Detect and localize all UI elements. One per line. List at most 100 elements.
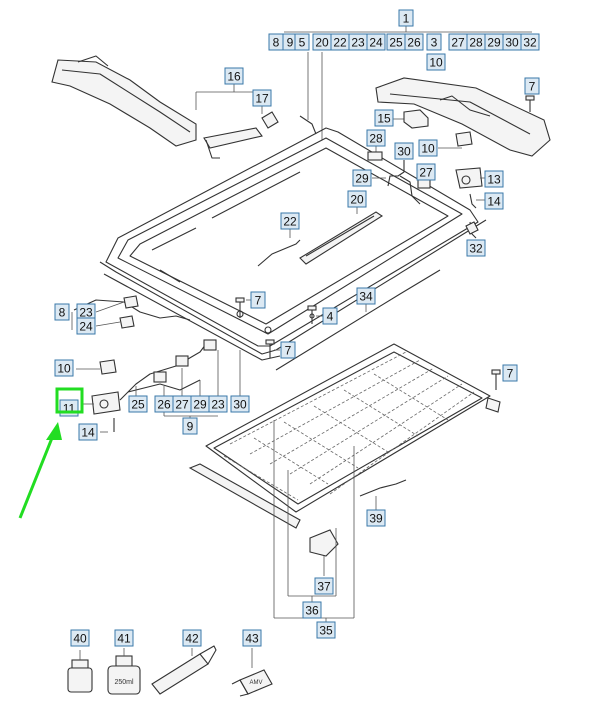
callout-c22b: 22 xyxy=(280,212,300,230)
callout-number: 5 xyxy=(299,36,306,50)
callout-c27c: 27 xyxy=(172,395,192,413)
callout-number: 26 xyxy=(157,398,171,412)
callout-box xyxy=(302,601,322,619)
callout-number: 8 xyxy=(273,36,280,50)
callout-box xyxy=(524,77,540,95)
callout-c23b: 23 xyxy=(76,303,96,321)
callout-number: 32 xyxy=(523,36,537,50)
callout-c10top: 10 xyxy=(426,53,446,71)
callout-c29: 29 xyxy=(484,33,504,51)
callout-c23: 23 xyxy=(348,33,368,51)
callout-c13: 13 xyxy=(484,170,504,188)
callout-c14a: 14 xyxy=(484,192,504,210)
callout-number: 24 xyxy=(369,36,383,50)
callout-c9b: 9 xyxy=(182,417,198,435)
callout-c28: 28 xyxy=(466,33,486,51)
callout-number: 26 xyxy=(407,36,421,50)
callout-box xyxy=(426,53,446,71)
callout-box xyxy=(294,33,310,51)
callout-number: 30 xyxy=(233,398,247,412)
callout-c10b: 10 xyxy=(418,139,438,157)
callout-box xyxy=(242,629,262,647)
callout-box xyxy=(366,129,386,147)
callout-number: 9 xyxy=(187,420,194,434)
callout-c20: 20 xyxy=(312,33,332,51)
callout-c43: 43 xyxy=(242,629,262,647)
callout-box xyxy=(398,9,414,27)
callout-number: 32 xyxy=(469,242,483,256)
left-motor-assembly xyxy=(76,359,121,433)
callout-number: 7 xyxy=(255,294,262,308)
accessory-bottle-41: 250ml xyxy=(107,648,141,695)
callout-c28b: 28 xyxy=(366,129,386,147)
callout-c8b: 8 xyxy=(54,303,70,321)
callout-all-parts: 1 xyxy=(398,9,414,27)
right-motor-assembly xyxy=(438,131,486,239)
callout-c26b: 26 xyxy=(154,395,174,413)
callout-number: 14 xyxy=(487,195,501,209)
callout-number: 20 xyxy=(315,36,329,50)
callout-number: 27 xyxy=(419,166,433,180)
part-22-pin xyxy=(257,229,301,267)
callout-number: 7 xyxy=(507,367,514,381)
accessory-cartridge-42 xyxy=(151,645,217,695)
callout-number: 14 xyxy=(81,426,95,440)
callout-number: 8 xyxy=(59,306,66,320)
callout-box xyxy=(418,139,438,157)
callout-number: 22 xyxy=(283,215,297,229)
callout-box xyxy=(404,33,424,51)
highlight-arrow xyxy=(18,422,62,519)
callout-number: 28 xyxy=(369,132,383,146)
callout-box xyxy=(78,423,98,441)
callout-number: 24 xyxy=(79,320,93,334)
callout-number: 13 xyxy=(487,173,501,187)
callout-number: 23 xyxy=(351,36,365,50)
cable-harness xyxy=(119,339,241,420)
callout-box xyxy=(484,170,504,188)
callout-c30b: 30 xyxy=(394,142,414,160)
callout-c7a: 7 xyxy=(524,77,540,95)
callout-box xyxy=(182,629,202,647)
callout-c36: 36 xyxy=(302,601,322,619)
sunroof-frame xyxy=(99,115,487,361)
callout-box xyxy=(208,395,228,413)
callout-number: 27 xyxy=(451,36,465,50)
callout-c34: 34 xyxy=(356,287,376,305)
callout-number: 23 xyxy=(211,398,225,412)
callout-number: 16 xyxy=(227,70,241,84)
callout-c9a: 9 xyxy=(282,33,298,51)
callout-number: 41 xyxy=(117,632,131,646)
cable-30-29 xyxy=(372,160,421,205)
callout-c11: 11 xyxy=(59,399,79,417)
callout-box xyxy=(280,212,300,230)
screws-7-4 xyxy=(235,297,324,358)
callout-box xyxy=(366,33,386,51)
callout-number: 29 xyxy=(487,36,501,50)
callout-c5: 5 xyxy=(294,33,310,51)
callout-number: 28 xyxy=(469,36,483,50)
callout-number: 10 xyxy=(421,142,435,156)
callout-number: 22 xyxy=(333,36,347,50)
callout-c7c: 7 xyxy=(280,341,296,359)
callout-box xyxy=(484,192,504,210)
trim-strip xyxy=(188,463,301,529)
callout-c27b: 27 xyxy=(416,163,436,181)
mesh xyxy=(223,351,475,501)
callout-c3: 3 xyxy=(426,33,442,51)
callout-box xyxy=(416,163,436,181)
callout-c8: 8 xyxy=(268,33,284,51)
part-39-pin xyxy=(359,479,407,510)
callout-c25b: 25 xyxy=(128,395,148,413)
callout-number: 43 xyxy=(245,632,259,646)
callout-c40: 40 xyxy=(70,629,90,647)
callout-box xyxy=(280,341,296,359)
callout-number: 29 xyxy=(355,172,369,186)
callout-c30c: 30 xyxy=(230,395,250,413)
callout-c23c: 23 xyxy=(208,395,228,413)
bottle-label: 250ml xyxy=(114,679,134,686)
callout-c24b: 24 xyxy=(76,317,96,335)
callout-c22: 22 xyxy=(330,33,350,51)
part-15 xyxy=(392,109,429,129)
